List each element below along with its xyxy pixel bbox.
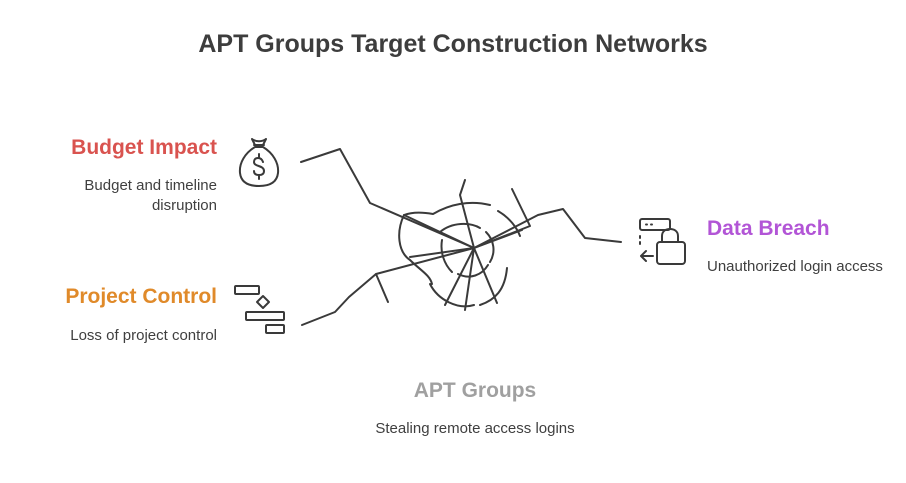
crack-spur	[375, 273, 389, 303]
crack-right-2	[473, 229, 523, 249]
data-breach-description: Unauthorized login access	[707, 258, 883, 275]
apt-groups-heading: APT Groups	[413, 379, 537, 402]
crack-up-1	[459, 179, 475, 249]
data-breach-heading: Data Breach	[707, 217, 830, 240]
crack-down-1	[444, 247, 475, 306]
crack-to-breach	[473, 208, 622, 249]
fracture-ring-inner	[439, 222, 495, 278]
gantt-chart-icon	[234, 285, 285, 334]
crack-to-project	[301, 247, 475, 326]
budget-impact-description: Budget and timeline disruption	[84, 177, 217, 214]
fracture-ring-outer	[398, 201, 521, 308]
money-bag-icon	[238, 138, 280, 187]
crack-to-budget	[300, 148, 475, 249]
crack-down-3	[473, 247, 498, 304]
budget-impact-heading: Budget Impact	[71, 136, 217, 159]
crack-down-2	[464, 247, 475, 311]
diagram-title: APT Groups Target Construction Networks	[198, 30, 708, 58]
apt-groups-description: Stealing remote access logins	[375, 420, 575, 437]
crack-up-2	[473, 188, 531, 249]
project-control-heading: Project Control	[65, 285, 217, 308]
password-lock-icon	[639, 218, 686, 265]
project-control-description: Loss of project control	[70, 327, 217, 344]
crack-left-1	[403, 214, 475, 249]
